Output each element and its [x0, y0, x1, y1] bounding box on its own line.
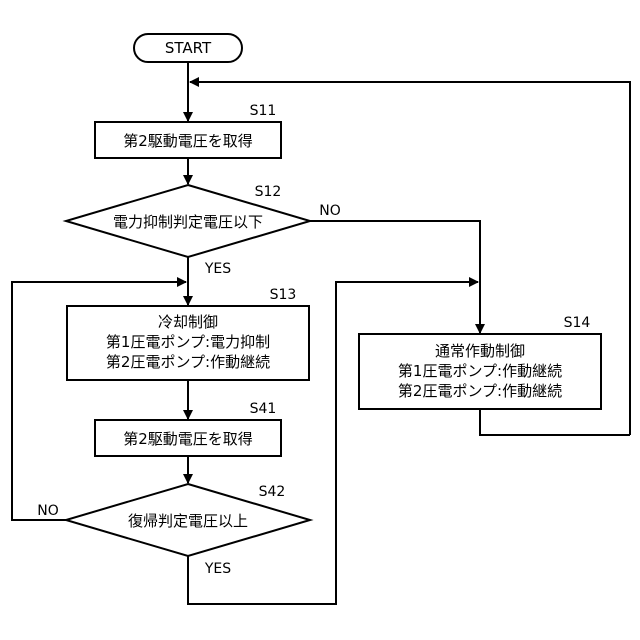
s11-text: 第2駆動電圧を取得 [123, 132, 253, 150]
line-s14-down [480, 409, 630, 435]
s11-step-label: S11 [250, 103, 277, 119]
s13-line-3: 第2圧電ポンプ:作動継続 [106, 353, 270, 371]
s12-no-label: NO [319, 203, 341, 219]
s12-step-label: S12 [255, 184, 282, 200]
s13-step-label: S13 [270, 287, 297, 303]
s13-line-2: 第1圧電ポンプ:電力抑制 [106, 333, 270, 351]
start-label: START [165, 39, 212, 57]
s14-line-3: 第2圧電ポンプ:作動継続 [398, 382, 562, 400]
s14-step-label: S14 [564, 315, 591, 331]
s14-line-2: 第1圧電ポンプ:作動継続 [398, 362, 562, 380]
s13-line-1: 冷却制御 [158, 313, 218, 331]
s12-text: 電力抑制判定電圧以下 [113, 213, 263, 231]
s41-text: 第2駆動電圧を取得 [123, 430, 253, 448]
s41-step-label: S41 [250, 401, 277, 417]
s12-yes-label: YES [204, 261, 231, 277]
s42-no-label: NO [37, 503, 59, 519]
s42-step-label: S42 [259, 484, 286, 500]
s42-yes-label: YES [204, 561, 231, 577]
s14-line-1: 通常作動制御 [435, 342, 525, 360]
s42-text: 復帰判定電圧以上 [128, 512, 248, 530]
